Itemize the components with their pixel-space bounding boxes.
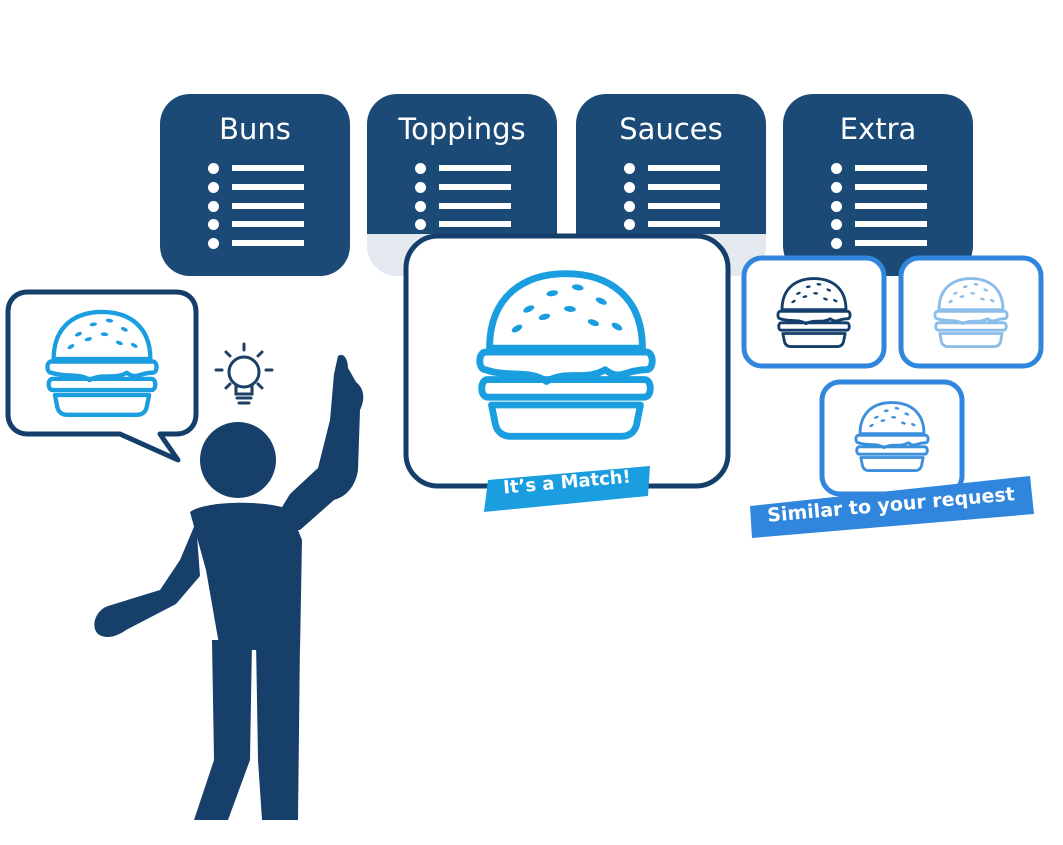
person-icon (94, 354, 364, 820)
category-list (831, 162, 931, 256)
speech-bubble-icon (5, 289, 199, 463)
match-frame (403, 233, 731, 489)
category-title: Extra (839, 112, 917, 146)
lightbulb-icon (214, 342, 274, 405)
similar-frame-1 (741, 255, 887, 369)
category-title: Sauces (619, 112, 723, 146)
category-list (208, 162, 308, 256)
category-title: Buns (219, 112, 291, 146)
category-card-extra: Extra (783, 94, 973, 276)
match-banner (484, 466, 650, 512)
category-card-buns: Buns (160, 94, 350, 276)
similar-banner (750, 476, 1034, 538)
similar-frame-3 (819, 379, 965, 497)
similar-frame-2 (898, 255, 1044, 369)
category-title: Toppings (398, 112, 526, 146)
